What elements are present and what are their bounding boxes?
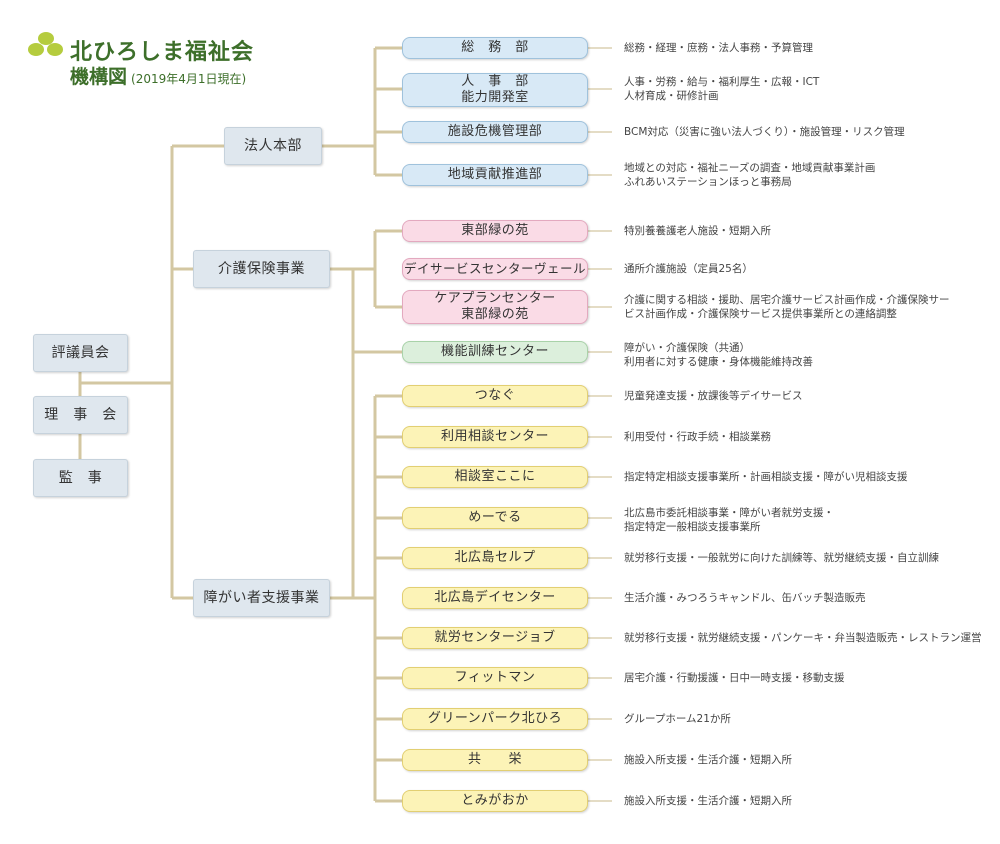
unit-label: 利用相談センター xyxy=(440,429,549,444)
unit-description: 就労移行支援・就労継続支援・パンケーキ・弁当製造販売・レストラン運営 xyxy=(624,632,982,644)
hq-division-box: 法人本部 xyxy=(224,127,322,165)
unit-box: 北広島セルプ xyxy=(402,547,588,569)
care-division-label: 介護保険事業 xyxy=(218,261,305,277)
unit-description: 児童発達支援・放課後等デイサービス xyxy=(624,390,803,402)
unit-box: フィットマン xyxy=(402,667,588,689)
auditor-label: 監 事 xyxy=(58,470,103,486)
unit-box: 総 務 部 xyxy=(402,37,588,59)
unit-box: つなぐ xyxy=(402,385,588,407)
unit-box: 東部緑の苑 xyxy=(402,220,588,242)
unit-label: つなぐ xyxy=(474,388,516,403)
disability-division-label: 障がい者支援事業 xyxy=(203,590,320,606)
unit-label: 機能訓練センター xyxy=(440,344,549,359)
unit-description: 就労移行支援・一般就労に向けた訓練等、就労継続支援・自立訓練 xyxy=(624,552,939,564)
unit-label: 相談室ここに xyxy=(454,469,536,484)
unit-label: めーでる xyxy=(468,510,522,525)
unit-box: グリーンパーク北ひろ xyxy=(402,708,588,730)
unit-label: 北広島デイセンター xyxy=(434,590,556,605)
unit-box: とみがおか xyxy=(402,790,588,812)
unit-box: めーでる xyxy=(402,507,588,529)
unit-label: デイサービスセンターヴェール xyxy=(403,261,586,276)
chart-title: 機構図 xyxy=(70,66,128,88)
unit-label: フィットマン xyxy=(454,670,536,685)
unit-box: 利用相談センター xyxy=(402,426,588,448)
unit-box: デイサービスセンターヴェール xyxy=(402,258,588,280)
unit-label: 共 栄 xyxy=(467,752,522,767)
unit-box: 機能訓練センター xyxy=(402,341,588,363)
unit-label: とみがおか xyxy=(461,793,529,808)
unit-description: 指定特定相談支援事業所・計画相談支援・障がい児相談支援 xyxy=(624,471,908,483)
unit-description: 施設入所支援・生活介護・短期入所 xyxy=(624,754,792,766)
unit-description: 居宅介護・行動援護・日中一時支援・移動支援 xyxy=(624,672,845,684)
unit-label-line2: 東部緑の苑 xyxy=(461,307,529,322)
unit-description: 利用受付・行政手続・相談業務 xyxy=(624,431,771,443)
auditor-box: 監 事 xyxy=(33,459,128,497)
unit-box: 人 事 部能力開発室 xyxy=(402,73,588,107)
council-label: 評議員会 xyxy=(51,345,110,361)
unit-box: 北広島デイセンター xyxy=(402,587,588,609)
unit-label: 東部緑の苑 xyxy=(461,223,529,238)
board-label: 理 事 会 xyxy=(44,407,117,423)
unit-description: 地域との対応・福祉ニーズの調査・地域貢献事業計画 ふれあいステーションほっと事務… xyxy=(624,162,876,188)
unit-description: 通所介護施設（定員25名） xyxy=(624,263,753,275)
unit-label-line2: 能力開発室 xyxy=(461,90,529,105)
unit-box: 共 栄 xyxy=(402,749,588,771)
care-division-box: 介護保険事業 xyxy=(193,250,330,288)
unit-description: 北広島市委託相談事業・障がい者就労支援・ 指定特定一般相談支援事業所 xyxy=(624,507,834,533)
unit-description: 人事・労務・給与・福利厚生・広報・ICT 人材育成・研修計画 xyxy=(624,76,820,102)
council-box: 評議員会 xyxy=(33,334,128,372)
date-note: (2019年4月1日現在) xyxy=(131,72,247,86)
unit-description: グループホーム21か所 xyxy=(624,713,731,725)
unit-description: BCM対応（災害に強い法人づくり）・施設管理・リスク管理 xyxy=(624,126,905,138)
unit-description: 施設入所支援・生活介護・短期入所 xyxy=(624,795,792,807)
unit-label: ケアプランセンター xyxy=(434,291,556,306)
unit-box: 施設危機管理部 xyxy=(402,121,588,143)
unit-label: 施設危機管理部 xyxy=(447,124,543,139)
unit-label: 北広島セルプ xyxy=(454,550,536,565)
unit-label: グリーンパーク北ひろ xyxy=(427,711,563,726)
unit-description: 総務・経理・庶務・法人事務・予算管理 xyxy=(624,42,813,54)
chart-title-row: 機構図(2019年4月1日現在) xyxy=(70,62,246,89)
unit-description: 介護に関する相談・援助、居宅介護サービス計画作成・介護保険サー ビス計画作成・介… xyxy=(624,294,950,320)
unit-description: 障がい・介護保険（共通） 利用者に対する健康・身体機能維持改善 xyxy=(624,342,813,368)
unit-box: ケアプランセンター東部緑の苑 xyxy=(402,290,588,324)
unit-label: 就労センタージョブ xyxy=(434,630,556,645)
org-name: 北ひろしま福祉会 xyxy=(70,40,255,65)
board-box: 理 事 会 xyxy=(33,396,128,434)
unit-label: 総 務 部 xyxy=(461,40,529,55)
unit-box: 就労センタージョブ xyxy=(402,627,588,649)
unit-description: 生活介護・みつろうキャンドル、缶バッチ製造販売 xyxy=(624,592,866,604)
hq-division-label: 法人本部 xyxy=(244,138,302,154)
unit-description: 特別養養護老人施設・短期入所 xyxy=(624,225,771,237)
clover-logo-icon xyxy=(28,32,64,62)
unit-label: 人 事 部 xyxy=(461,74,529,89)
disability-division-box: 障がい者支援事業 xyxy=(193,579,330,617)
unit-label: 地域貢献推進部 xyxy=(447,167,543,182)
unit-box: 地域貢献推進部 xyxy=(402,164,588,186)
unit-box: 相談室ここに xyxy=(402,466,588,488)
